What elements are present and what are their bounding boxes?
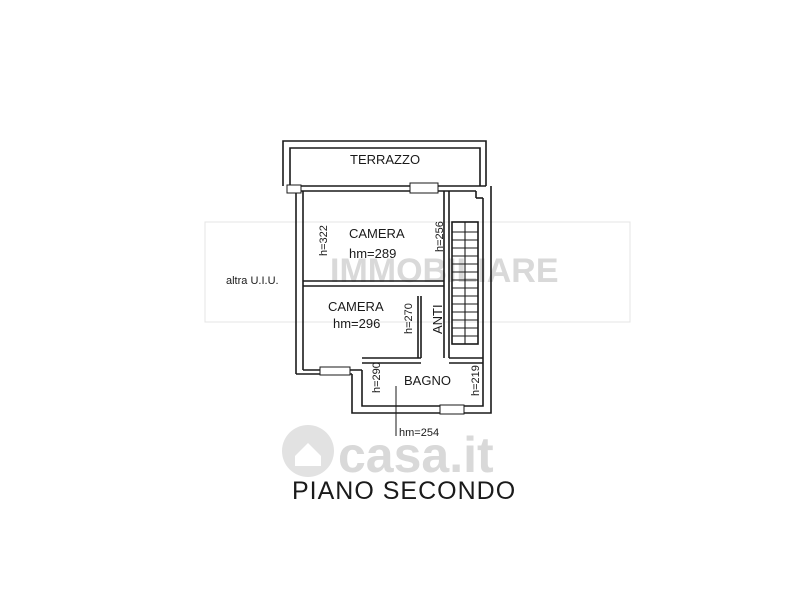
anteroom-label: ANTI	[430, 304, 445, 334]
terrace-door	[409, 182, 439, 194]
height-256: h=256	[434, 221, 446, 252]
bedroom-1-height: hm=289	[349, 246, 396, 261]
watermark-brand-text: casa.it	[338, 427, 494, 483]
neighbor-unit-label: altra U.I.U.	[226, 275, 279, 287]
floor-title: PIANO SECONDO	[292, 477, 516, 505]
height-hm254: hm=254	[399, 427, 439, 439]
openings	[286, 182, 465, 436]
height-322: h=322	[318, 225, 330, 256]
height-270: h=270	[403, 303, 415, 334]
height-290: h=290	[371, 362, 383, 393]
bedroom-2-label: CAMERA	[328, 299, 384, 314]
bedroom-2-height: hm=296	[333, 316, 380, 331]
window-bath	[439, 404, 465, 415]
casa-logo-icon	[282, 425, 334, 477]
staircase	[452, 222, 478, 344]
walls	[282, 140, 492, 414]
window-left	[286, 184, 302, 194]
bathroom-label: BAGNO	[404, 373, 451, 388]
height-219: h=219	[470, 365, 482, 396]
window-bottom	[319, 366, 351, 376]
bedroom-1-label: CAMERA	[349, 226, 405, 241]
terrace-label: TERRAZZO	[350, 152, 420, 167]
